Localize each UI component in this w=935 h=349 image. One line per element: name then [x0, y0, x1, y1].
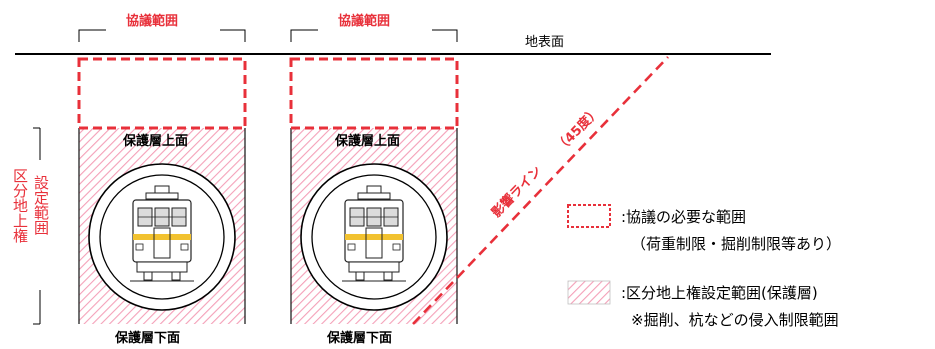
legend-consultation-line2: （荷重制限・掘削制限等あり）: [631, 235, 841, 253]
consultation-range-label-1: 協議範囲: [126, 13, 178, 29]
influence-line: [412, 56, 669, 325]
vertical-label-setting-range: 設定範囲: [32, 175, 50, 235]
tunnel-column-2: 協議範囲 保護層上面 保護層下面: [289, 13, 459, 346]
legend-surface-rights-line2: ※掘削、杭などの侵入制限範囲: [631, 311, 839, 329]
legend-surface-rights-line1: :区分地上権設定範囲(保護層): [621, 284, 818, 302]
train-icon-2: [341, 185, 407, 282]
tunnel-column-1: 協議範囲 保護層上面 保護層下面: [77, 13, 247, 346]
influence-angle-label: （45度）: [552, 104, 603, 156]
legend-consultation-line1: :協議の必要な範囲: [621, 208, 746, 226]
consultation-range-label-2: 協議範囲: [338, 13, 390, 29]
protective-layer-top-label-1: 保護層上面: [122, 133, 188, 149]
consultation-area-box-1: [77, 57, 247, 130]
train-icon-1: [129, 185, 195, 282]
influence-line-label: 影響ライン: [488, 163, 545, 221]
legend: :協議の必要な範囲 （荷重制限・掘削制限等あり） :区分地上権設定範囲(保護層)…: [567, 204, 841, 329]
protective-layer-bottom-label-1: 保護層下面: [114, 330, 180, 346]
consultation-area-box-2: [289, 57, 459, 130]
protective-layer-top-label-2: 保護層上面: [334, 133, 400, 149]
consultation-bracket-2: [290, 29, 458, 42]
legend-surface-rights-swatch: [567, 280, 611, 305]
consultation-bracket-1: [78, 29, 246, 42]
legend-consultation-swatch: [567, 204, 611, 228]
surface-rights-range-indicator: [33, 127, 41, 325]
ground-surface-label: 地表面: [525, 35, 564, 50]
vertical-label-surface-rights: 区分地上権: [11, 168, 29, 243]
protective-layer-bottom-label-2: 保護層下面: [326, 330, 392, 346]
